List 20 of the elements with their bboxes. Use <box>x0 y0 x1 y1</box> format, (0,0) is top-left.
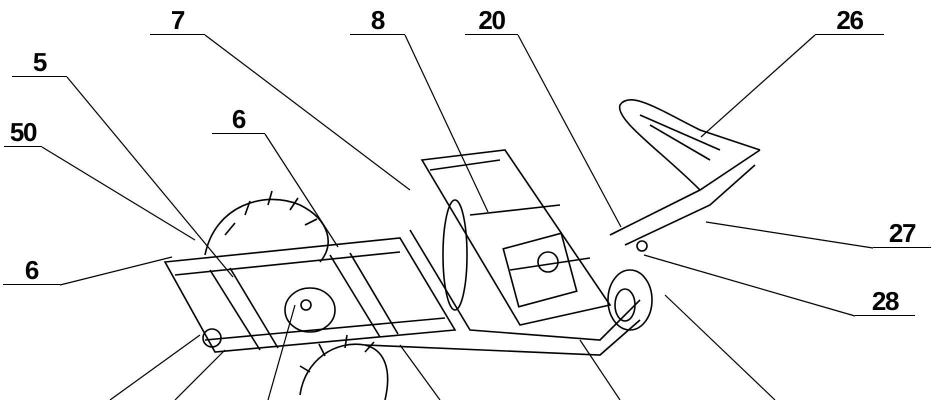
callout-number: 7 <box>170 6 184 34</box>
callout-number: 8 <box>370 6 384 34</box>
leader-line <box>517 34 622 228</box>
leader-line <box>700 34 816 138</box>
callout-number: 6 <box>24 256 38 284</box>
callout-number: 50 <box>10 118 36 146</box>
callout-number: 5 <box>32 48 46 76</box>
callout-number: 6 <box>232 105 246 133</box>
leader-line <box>204 34 410 190</box>
leader-line <box>66 76 234 278</box>
callout-number: 26 <box>836 6 863 34</box>
callout-number: 20 <box>478 6 505 34</box>
leader-line <box>60 256 172 286</box>
leader-line <box>404 34 489 212</box>
leader-line <box>264 134 338 248</box>
leader-line <box>706 221 874 249</box>
callout-number: 28 <box>872 287 898 315</box>
leader-line <box>42 146 196 241</box>
callout-number: 27 <box>888 219 916 247</box>
leader-line <box>644 254 856 317</box>
